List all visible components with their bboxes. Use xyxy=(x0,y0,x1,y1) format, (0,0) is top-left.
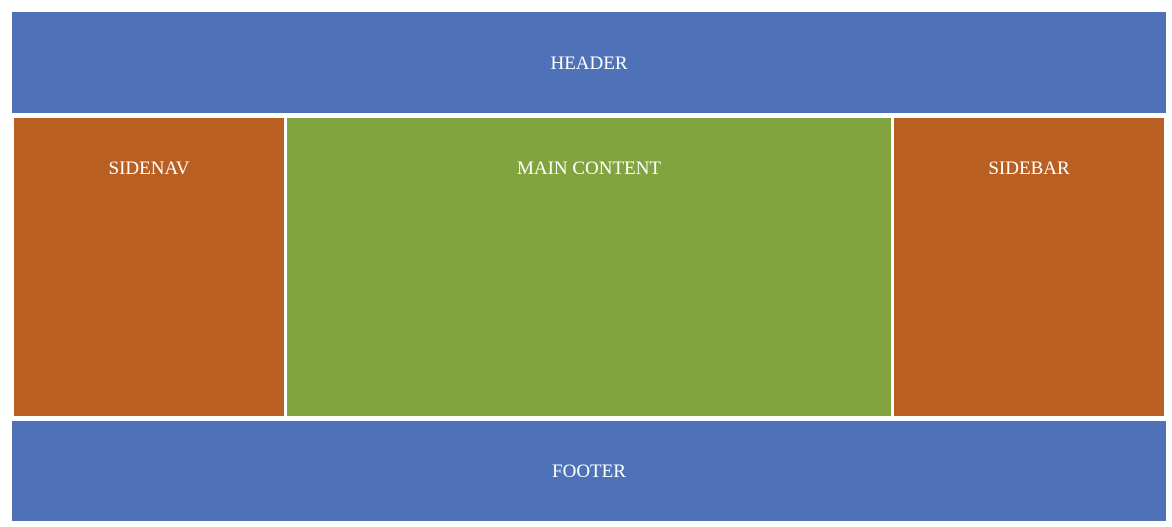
page-layout-diagram: HEADER SIDENAV MAIN CONTENT SIDEBAR FOOT… xyxy=(12,12,1166,521)
header-region: HEADER xyxy=(12,12,1166,113)
header-label: HEADER xyxy=(550,52,628,74)
main-content-region: MAIN CONTENT xyxy=(287,118,891,416)
sidenav-label: SIDENAV xyxy=(108,158,190,179)
main-content-label: MAIN CONTENT xyxy=(516,158,662,179)
sidenav-region: SIDENAV xyxy=(14,118,284,416)
sidebar-region: SIDEBAR xyxy=(894,118,1164,416)
footer-label: FOOTER xyxy=(552,460,626,482)
sidebar-label: SIDEBAR xyxy=(988,158,1070,179)
footer-region: FOOTER xyxy=(12,421,1166,521)
